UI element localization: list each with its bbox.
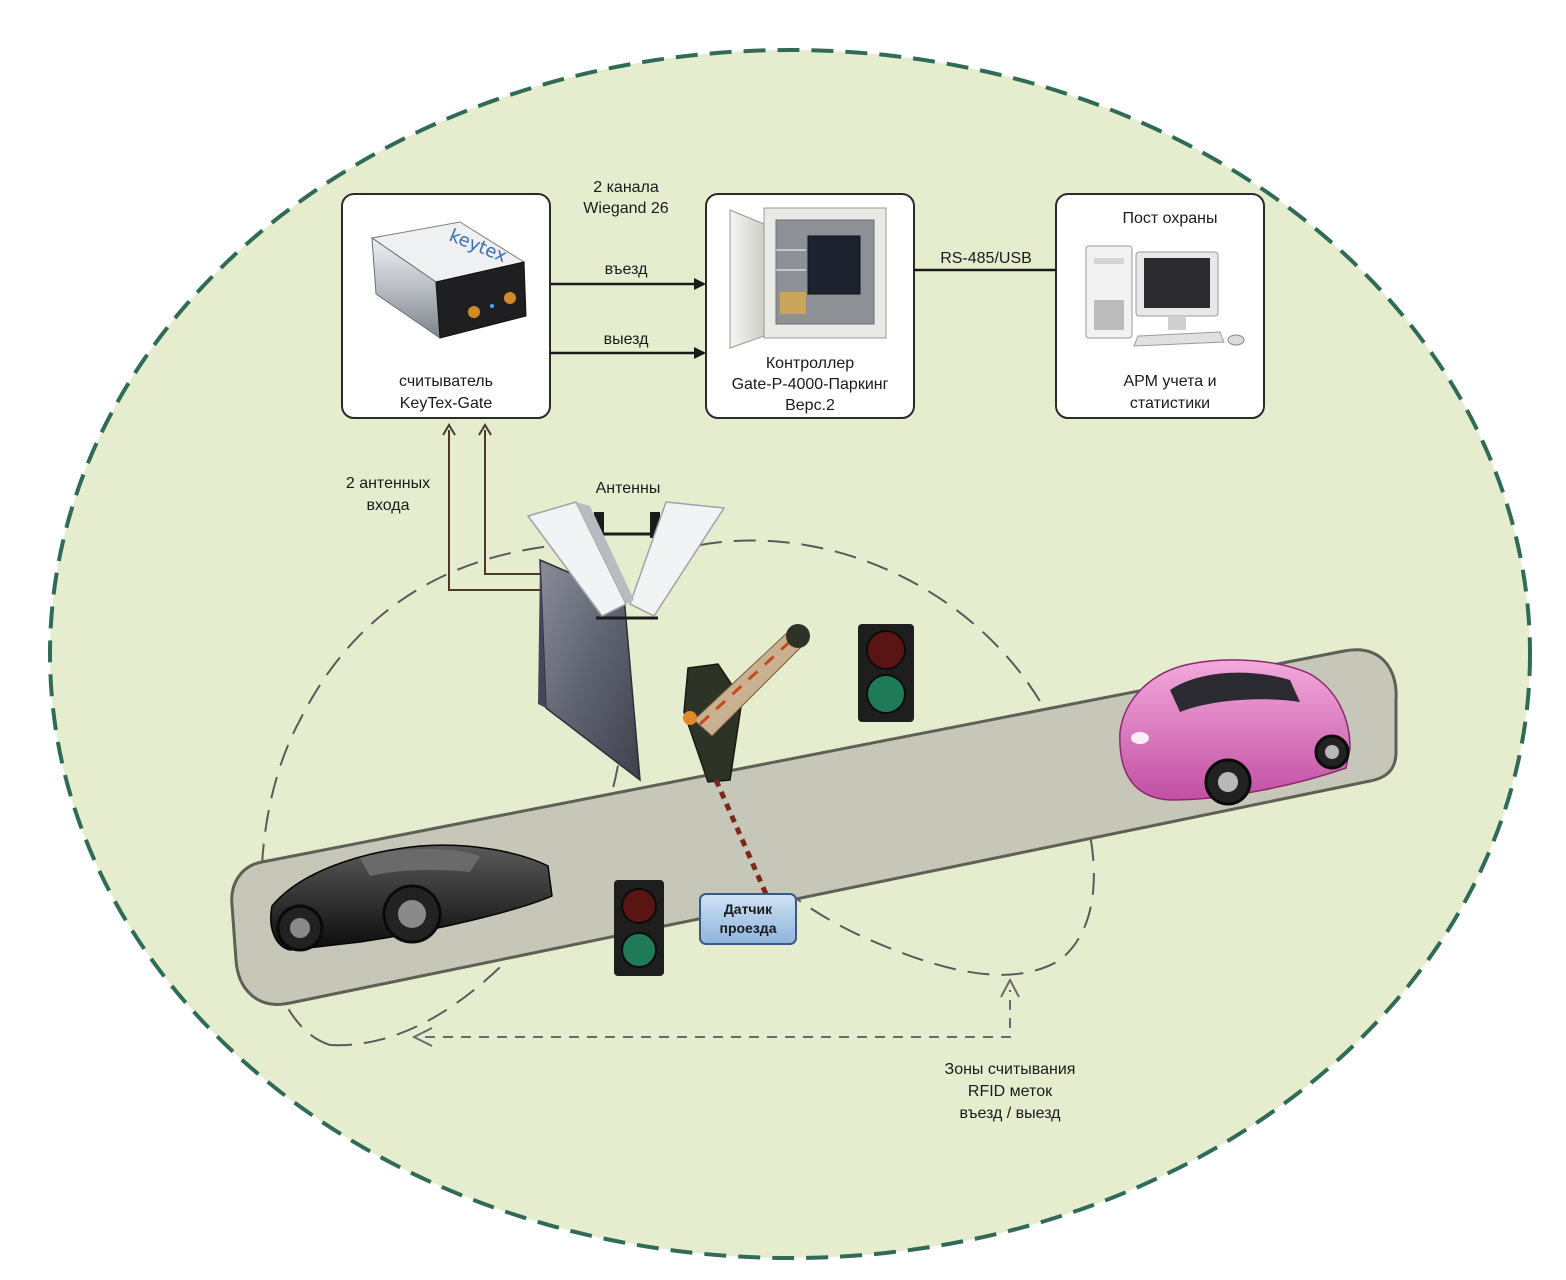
antennas-title: Антенны	[596, 480, 661, 497]
reader-box: keytex считыватель KeyTex-Gate	[341, 193, 551, 419]
controller-label-line3: Верс.2	[785, 397, 835, 414]
controller-cabinet	[729, 207, 887, 349]
road	[230, 648, 1398, 1006]
exit-link-label: выезд	[604, 331, 650, 348]
sensor-label-line1: Датчик	[724, 901, 773, 917]
reading-zone-exit	[699, 539, 1095, 976]
zones-label-line3: въезд / выезд	[959, 1105, 1061, 1122]
zones-arrow-left-head	[411, 1027, 433, 1047]
reader-label-line1: считыватель	[399, 373, 493, 390]
security-post-title: Пост охраны	[1122, 210, 1217, 227]
security-post-label-line1: АРМ учета и	[1123, 373, 1216, 390]
controller-box: Контроллер Gate-P-4000-Паркинг Верс.2	[705, 193, 915, 419]
traffic-light-exit	[858, 624, 914, 722]
reading-zone-entry-inner	[329, 659, 625, 1047]
channels-label-line2: Wiegand 26	[583, 200, 668, 217]
traffic-light-entry	[614, 880, 664, 976]
black-sports-car	[270, 844, 553, 952]
antenna-panels	[526, 501, 726, 620]
controller-label-line1: Контроллер	[766, 355, 854, 372]
zones-arrow-up-head	[1000, 977, 1020, 998]
zones-label-line2: RFID меток	[968, 1083, 1053, 1100]
pass-sensor: Датчик проезда	[699, 893, 797, 945]
antenna-inputs-label-line1: 2 антенных	[346, 475, 430, 492]
parking-barrier	[683, 624, 810, 783]
antenna-input-arrow-2	[478, 423, 540, 575]
security-post-box: Пост охраны АРМ учета и статистики	[1055, 193, 1265, 419]
workstation-computer	[1085, 245, 1245, 347]
pink-car	[1119, 659, 1351, 806]
security-post-label-line2: статистики	[1130, 395, 1210, 412]
entry-link-label: въезд	[605, 261, 649, 278]
channels-label-line1: 2 канала	[593, 179, 659, 196]
zones-label-line1: Зоны считывания	[945, 1061, 1076, 1078]
controller-label-line2: Gate-P-4000-Паркинг	[732, 376, 889, 393]
antenna-inputs-label-line2: входа	[366, 497, 409, 514]
antenna-input-arrow-1	[442, 423, 540, 591]
sensor-label-line2: проезда	[720, 920, 777, 936]
rs485-label: RS-485/USB	[940, 250, 1032, 267]
zones-arrow-line	[425, 990, 1011, 1038]
reader-label-line2: KeyTex-Gate	[400, 395, 493, 412]
